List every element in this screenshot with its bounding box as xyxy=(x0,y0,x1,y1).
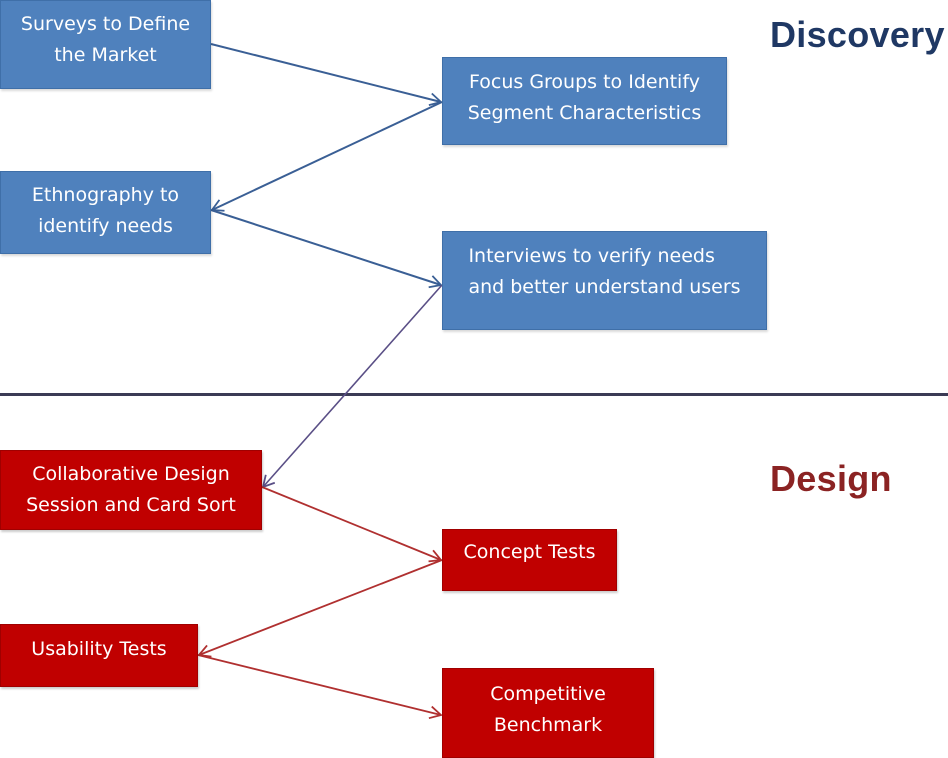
box-competitive-benchmark: Competitive Benchmark xyxy=(442,668,654,758)
box-ethnography-line-2: identify needs xyxy=(38,215,173,237)
section-title-discovery: Discovery xyxy=(770,14,945,55)
arrow-concept-tests-to-usability-tests xyxy=(197,559,443,658)
box-collaborative-design-line-1: Collaborative Design xyxy=(32,463,230,485)
box-surveys: Surveys to Define the Market xyxy=(0,0,211,89)
arrow-ethnography-to-interviews xyxy=(210,209,443,289)
box-concept-tests-line-1: Concept Tests xyxy=(463,541,596,563)
box-concept-tests: Concept Tests xyxy=(442,529,617,591)
box-surveys-line-2: the Market xyxy=(54,44,157,66)
box-collaborative-design: Collaborative Design Session and Card So… xyxy=(0,450,262,530)
box-competitive-benchmark-line-2: Benchmark xyxy=(493,714,603,736)
box-usability-tests-line-1: Usability Tests xyxy=(31,638,167,660)
box-interviews: Interviews to verify needs and better un… xyxy=(442,231,767,330)
section-divider xyxy=(0,393,948,396)
box-ethnography: Ethnography to identify needs xyxy=(0,171,211,254)
box-competitive-benchmark-line-1: Competitive xyxy=(490,683,606,705)
box-focus-groups: Focus Groups to Identify Segment Charact… xyxy=(442,57,727,145)
arrow-usability-tests-to-competitive xyxy=(197,654,443,720)
arrow-interviews-to-collaborative xyxy=(261,284,443,489)
box-interviews-line-1: Interviews to verify needs xyxy=(468,245,715,267)
section-title-design: Design xyxy=(770,458,892,499)
box-surveys-line-1: Surveys to Define xyxy=(20,13,191,35)
arrow-collaborative-to-concept-tests xyxy=(261,486,443,563)
box-interviews-line-2: and better understand users xyxy=(468,276,741,298)
box-focus-groups-line-1: Focus Groups to Identify xyxy=(469,71,700,93)
box-usability-tests: Usability Tests xyxy=(0,624,198,687)
arrow-focus-groups-to-ethnography xyxy=(210,101,443,212)
arrow-surveys-to-focus-groups xyxy=(210,43,443,106)
box-focus-groups-line-2: Segment Characteristics xyxy=(467,102,702,124)
box-ethnography-line-1: Ethnography to xyxy=(31,184,180,206)
box-collaborative-design-line-2: Session and Card Sort xyxy=(26,494,236,516)
